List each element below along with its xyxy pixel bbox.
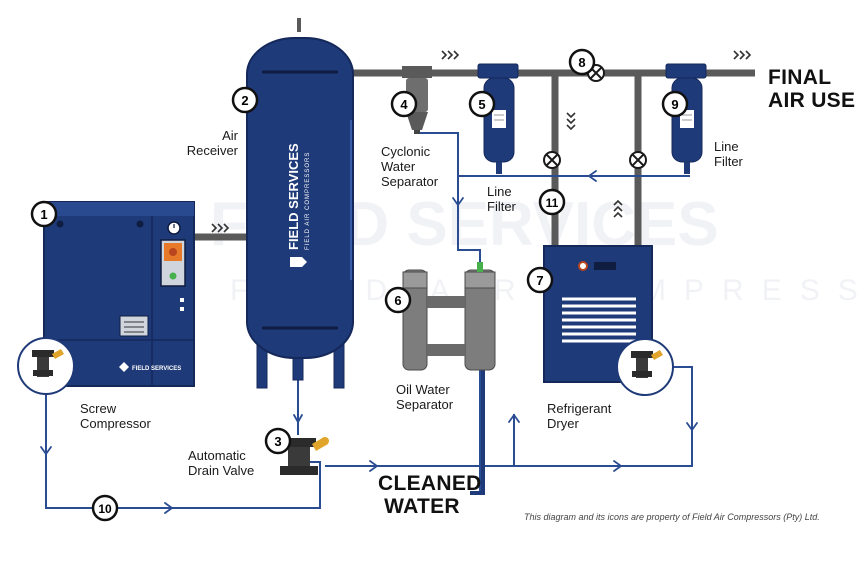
final-air-use-label: FINAL AIR USE: [768, 66, 855, 112]
svg-text:10: 10: [98, 502, 112, 516]
compressor-logo-icon: [119, 362, 129, 372]
svg-text:4: 4: [400, 97, 408, 112]
label-oil-water-l1: Oil Water: [396, 382, 450, 397]
line-filter-9: [665, 63, 707, 174]
number-markers: 1 2 3 4 5 6 7 8 9 10 11: [30, 48, 689, 522]
label-line-filter-9-l2: Filter: [714, 154, 743, 169]
label-cyclonic-l3: Separator: [381, 174, 439, 189]
label-automatic-drain-valve: Automatic Drain Valve: [188, 448, 254, 478]
label-line-filter-5: Line Filter: [487, 184, 516, 214]
label-line-filter-9-l1: Line: [714, 139, 739, 154]
marker-3: 3: [264, 427, 292, 455]
label-cyclonic-l1: Cyclonic: [381, 144, 431, 159]
final-air-use-l1: FINAL: [768, 66, 832, 89]
dryer-drain-valve-icon: [616, 338, 674, 396]
marker-2: 2: [231, 86, 259, 114]
cleaned-water-label: CLEANED WATER: [378, 472, 482, 518]
label-refrigerant-l1: Refrigerant: [547, 401, 612, 416]
cleaned-water-l2: WATER: [384, 495, 460, 518]
marker-7: 7: [526, 266, 554, 294]
marker-5: 5: [468, 90, 496, 118]
shield-icon: [290, 257, 307, 267]
compressor-drain-valve-icon: [17, 337, 75, 395]
label-cyclonic-l2: Water: [381, 159, 416, 174]
air-receiver-tank: [246, 18, 354, 389]
svg-text:6: 6: [394, 293, 401, 308]
label-refrigerant-dryer: Refrigerant Dryer: [547, 401, 611, 431]
label-air-receiver-l2: Receiver: [186, 143, 238, 158]
marker-11: 11: [538, 188, 566, 216]
marker-1: 1: [30, 200, 58, 228]
svg-text:8: 8: [578, 55, 585, 70]
marker-10: 10: [91, 494, 119, 522]
tank-brand-text: FIELD SERVICES: [286, 143, 301, 250]
label-refrigerant-l2: Dryer: [547, 416, 579, 431]
label-air-receiver-l1: Air: [222, 128, 238, 143]
label-automatic-drain-valve-l2: Drain Valve: [188, 463, 255, 478]
svg-text:2: 2: [241, 93, 248, 108]
automatic-drain-valve: [280, 437, 329, 475]
marker-6: 6: [384, 286, 412, 314]
cleaned-water-l1: CLEANED: [378, 472, 482, 495]
label-line-filter-5-l1: Line: [487, 184, 512, 199]
svg-text:11: 11: [546, 196, 559, 210]
marker-4: 4: [390, 90, 418, 118]
svg-text:9: 9: [671, 97, 678, 112]
svg-text:7: 7: [536, 273, 543, 288]
cleaned-water-pipe: [470, 370, 485, 495]
svg-text:5: 5: [478, 97, 485, 112]
label-screw-compressor: Screw Compressor: [80, 401, 151, 431]
label-automatic-drain-valve-l1: Automatic: [188, 448, 246, 463]
marker-9: 9: [661, 90, 689, 118]
label-line-filter-5-l2: Filter: [487, 199, 516, 214]
label-screw-compressor-l1: Screw: [80, 401, 117, 416]
svg-text:3: 3: [274, 434, 281, 449]
label-cyclonic-water-separator: Cyclonic Water Separator: [381, 144, 438, 189]
drain-flow-arrows: [40, 170, 698, 514]
label-line-filter-9: Line Filter: [714, 139, 743, 169]
line-filter-5: [477, 63, 519, 174]
label-oil-water-separator: Oil Water Separator: [396, 382, 453, 412]
label-air-receiver: Air Receiver: [172, 128, 238, 158]
oil-water-separator: [402, 262, 496, 371]
label-screw-compressor-l2: Compressor: [80, 416, 151, 431]
tank-tagline-text: FIELD AIR COMPRESSORS: [305, 152, 311, 250]
label-oil-water-l2: Separator: [396, 397, 454, 412]
valve-x-icon: [543, 64, 647, 169]
svg-text:1: 1: [40, 207, 47, 222]
compressor-brand-text: FIELD SERVICES: [132, 366, 181, 372]
final-air-use-l2: AIR USE: [768, 89, 856, 112]
marker-8: 8: [568, 48, 596, 76]
tank-branding: FIELD SERVICES FIELD AIR COMPRESSORS: [286, 143, 311, 267]
footer-note: This diagram and its icons are property …: [524, 512, 820, 522]
air-flow-chevrons: [211, 50, 752, 233]
